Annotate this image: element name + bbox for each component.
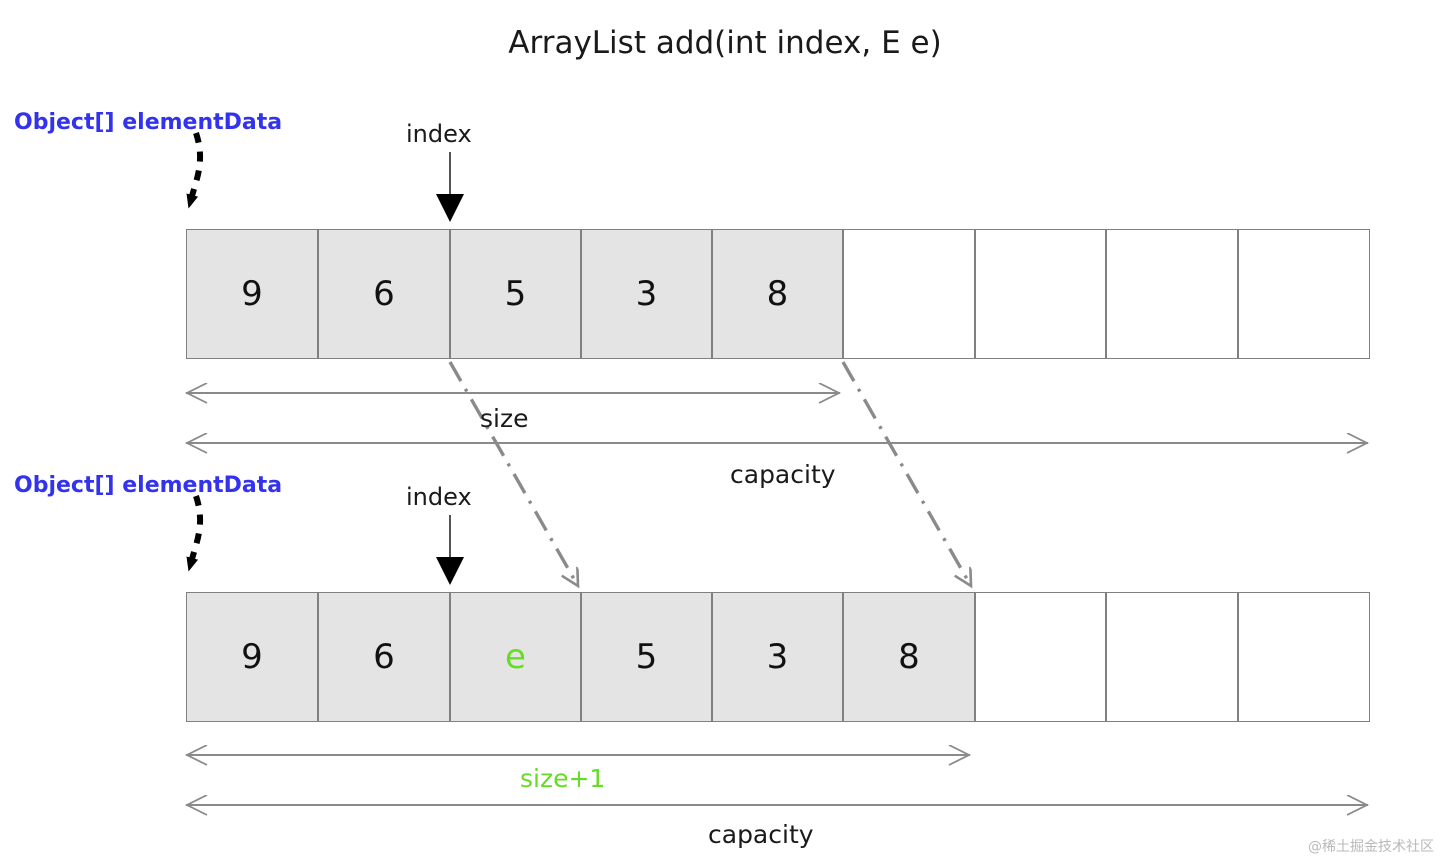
shift-end-arrow [841,361,973,586]
cell-value: 3 [635,274,658,314]
element-data-label-bottom: Object[] elementData [14,473,283,498]
array-cell: 9 [186,592,318,722]
page-title: ArrayList add(int index, E e) [508,25,942,61]
array-cell: 3 [581,229,712,359]
array-cell: 8 [843,592,975,722]
array-cell [843,229,975,359]
cell-value: 8 [898,637,920,677]
array-cell: 3 [712,592,843,722]
cell-value: 9 [241,637,263,677]
capacity-dimension-label-bottom: capacity [708,820,814,849]
cell-value: 5 [504,274,527,314]
array-cell [975,592,1106,722]
element-data-pointer-arrow-top [186,132,204,209]
cell-value: 9 [241,274,263,314]
cell-value: 6 [373,274,395,314]
array-cell: 6 [318,592,450,722]
index-label-top: index [406,120,472,148]
cell-value: 8 [766,274,789,314]
size-plus-one-dimension-label: size+1 [520,764,606,793]
array-cell: 9 [186,229,318,359]
shift-elements-arrow [448,361,580,586]
array-cell [1238,592,1370,722]
element-data-pointer-arrow-bottom [186,495,204,572]
element-data-label-top: Object[] elementData [14,110,283,135]
cell-value: 5 [635,637,658,677]
index-arrowhead-top [436,194,464,222]
array-cell [1106,229,1238,359]
array-cell: 5 [581,592,712,722]
size-dimension-label: size [480,404,529,433]
array-cell-inserted: e [450,592,581,722]
index-arrowhead-bottom [436,557,464,585]
array-cell: 5 [450,229,581,359]
capacity-dimension-label-top: capacity [730,460,836,489]
array-cell: 6 [318,229,450,359]
index-label-bottom: index [406,483,472,511]
watermark: @稀土掘金技术社区 [1308,839,1434,855]
cell-value: 3 [766,637,789,677]
array-cell [1238,229,1370,359]
array-cell [975,229,1106,359]
array-cell: 8 [712,229,843,359]
cell-value: 6 [373,637,395,677]
array-cell [1106,592,1238,722]
cell-value: e [505,637,526,677]
